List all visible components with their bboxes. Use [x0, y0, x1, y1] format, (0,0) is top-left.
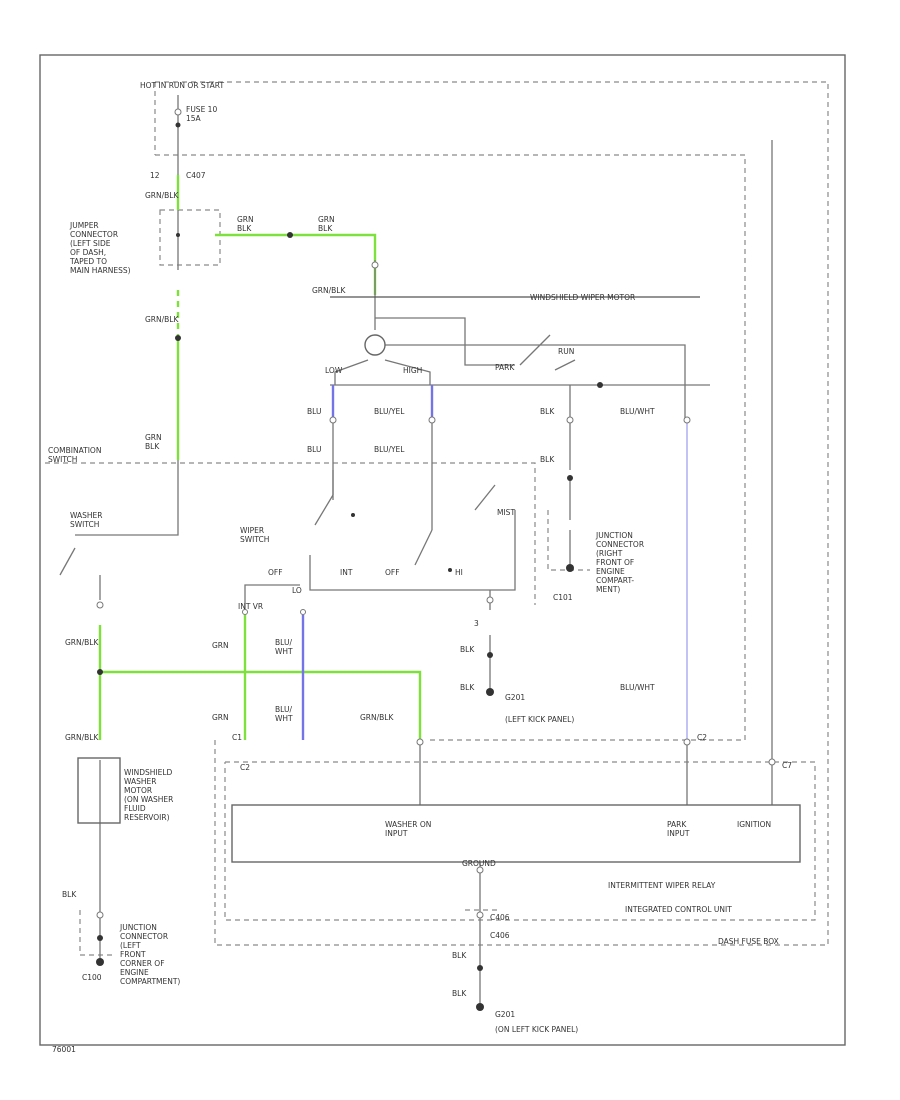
label-hi: HI [455, 568, 463, 577]
label-blu-wht-2: BLU/WHT [620, 683, 655, 692]
label-park: PARK [495, 363, 515, 372]
label-int-vr: INT VR [238, 602, 263, 611]
label-lo: LO [292, 586, 302, 595]
dashed-outlines [45, 81, 829, 956]
label-code: 76001 [52, 1045, 76, 1054]
label-c1: C1 [232, 733, 242, 742]
label-dash-fuse-box: DASH FUSE BOX [718, 937, 779, 946]
label-blu-wht-4: BLU/WHT [275, 705, 293, 723]
label-c407: C407 [186, 171, 206, 180]
label-c2: C2 [697, 733, 707, 742]
label-blu-1: BLU [307, 407, 321, 416]
label-windshield-wiper-motor: WINDSHIELD WIPER MOTOR [530, 293, 635, 302]
washer-motor-box [77, 757, 121, 824]
label-left-kick: (LEFT KICK PANEL) [505, 715, 574, 724]
label-c406: C406 [490, 913, 510, 922]
label-run: RUN [558, 347, 574, 356]
label-ground: GROUND [462, 859, 496, 868]
wiper-motor-symbol [364, 334, 386, 356]
label-blk-6: BLK [452, 951, 467, 960]
label-blu-wht-1: BLU/WHT [620, 407, 655, 416]
label-mist: MIST [497, 508, 515, 517]
diagram-frame [39, 54, 846, 1046]
label-wiper-c2: C2 [240, 763, 250, 772]
label-grn-blk-1: GRN/BLK [145, 191, 179, 200]
label-blk-2: BLK [540, 455, 555, 464]
label-c100: C100 [82, 973, 102, 982]
label-off-1: OFF [268, 568, 283, 577]
label-grn-blk-5: GRN/BLK [360, 713, 394, 722]
label-high: HIGH [403, 366, 422, 375]
label-grn-1: GRN [212, 641, 229, 650]
label-hot-note: HOT IN RUN OR START [140, 81, 224, 90]
label-blu-yel-1: BLU/YEL [374, 407, 405, 416]
label-pin-3: 3 [474, 619, 479, 628]
label-on-left-kick: (ON LEFT KICK PANEL) [495, 1025, 578, 1034]
connector-pins [96, 108, 776, 919]
label-blu-wht-3: BLU/WHT [275, 638, 293, 656]
label-integrated-unit: INTEGRATED CONTROL UNIT [625, 905, 732, 914]
label-low: LOW [325, 366, 343, 375]
label-blk-5: BLK [62, 890, 77, 899]
label-g201-b: G201 [495, 1010, 515, 1019]
label-c406-sub: C406 [490, 931, 510, 940]
label-intermittent-relay: INTERMITTENT WIPER RELAY [608, 881, 716, 890]
label-g201: G201 [505, 693, 525, 702]
label-blu-yel-2: BLU/YEL [374, 445, 405, 454]
label-blk-1: BLK [540, 407, 555, 416]
wires [59, 95, 773, 1005]
label-blk-4: BLK [460, 683, 475, 692]
label-grn-blk-washer: GRN/BLK [65, 638, 99, 647]
label-c101: C101 [553, 593, 573, 602]
label-blk-3: BLK [460, 645, 475, 654]
label-grn-blk-3: GRN/BLK [145, 315, 179, 324]
label-blk-7: BLK [452, 989, 467, 998]
label-pin-12: 12 [150, 171, 160, 180]
control-unit-box [231, 804, 801, 863]
label-int-c7: C7 [782, 761, 792, 770]
label-blu-2: BLU [307, 445, 321, 454]
label-int: INT [340, 568, 353, 577]
label-ignition: IGNITION [737, 820, 771, 829]
label-off-2: OFF [385, 568, 400, 577]
splice-dots [96, 122, 603, 1011]
label-grn-blk-2: GRN/BLK [312, 286, 346, 295]
label-grn-2: GRN [212, 713, 229, 722]
label-grn-blk-6: GRN/BLK [65, 733, 99, 742]
